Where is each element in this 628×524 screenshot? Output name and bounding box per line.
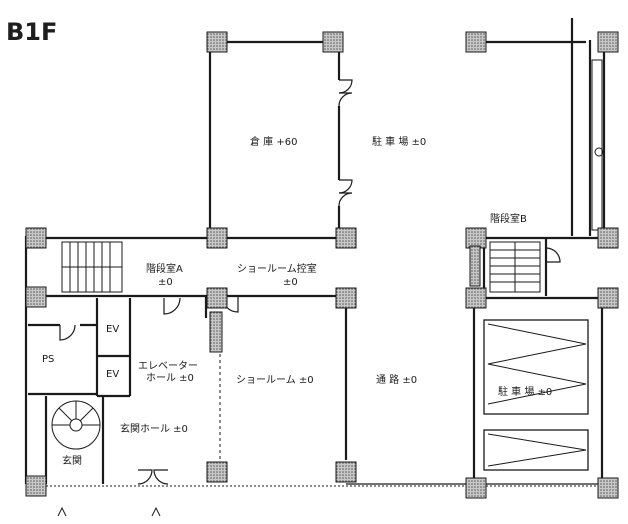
spiral-stair xyxy=(51,400,101,450)
walls xyxy=(24,18,606,487)
label-parking-bottom: 駐 車 場 ±0 xyxy=(498,385,552,398)
column xyxy=(597,227,619,249)
label-road: 通 路 ±0 xyxy=(376,373,417,386)
columns xyxy=(25,31,619,499)
room-labels: 倉 庫 +60 駐 車 場 ±0 階段室B 階段室A ±0 ショールーム控室 ±… xyxy=(42,135,552,467)
doors xyxy=(59,79,561,485)
entrance-markers xyxy=(57,506,161,517)
stair-b xyxy=(489,241,541,293)
column xyxy=(206,227,228,249)
column xyxy=(206,461,228,483)
label-stair-a-level: ±0 xyxy=(158,277,173,288)
column xyxy=(322,31,344,53)
column xyxy=(465,287,487,309)
column xyxy=(597,477,619,499)
column xyxy=(206,31,228,53)
label-parking-top: 駐 車 場 ±0 xyxy=(372,135,426,148)
column xyxy=(209,311,223,353)
label-ev-2: EV xyxy=(106,369,119,380)
column xyxy=(25,286,47,308)
label-showroom: ショールーム ±0 xyxy=(236,374,314,386)
label-stair-a: 階段室A xyxy=(146,262,183,275)
column xyxy=(335,287,357,309)
label-stair-b: 階段室B xyxy=(490,212,527,225)
column xyxy=(206,287,228,309)
label-showroom-annex: ショールーム控室 xyxy=(237,262,317,275)
column xyxy=(25,227,47,249)
column xyxy=(469,245,481,287)
column xyxy=(465,477,487,499)
column xyxy=(597,31,619,53)
label-elevator-hall: エレベーター xyxy=(138,360,198,372)
column xyxy=(335,461,357,483)
label-ps: PS xyxy=(42,354,54,365)
stair-a xyxy=(61,241,123,293)
column xyxy=(597,287,619,309)
label-elevator-hall-2: ホール ±0 xyxy=(146,372,194,384)
column xyxy=(465,31,487,53)
floor-label: B1F xyxy=(6,18,57,46)
label-entrance-hall: 玄関ホール ±0 xyxy=(120,422,188,435)
column xyxy=(25,475,47,497)
label-entrance: 玄関 xyxy=(62,454,82,467)
label-ev-1: EV xyxy=(106,324,119,335)
column xyxy=(335,227,357,249)
column xyxy=(465,227,487,249)
label-storage: 倉 庫 +60 xyxy=(250,135,297,148)
label-showroom-annex-level: ±0 xyxy=(283,277,298,288)
